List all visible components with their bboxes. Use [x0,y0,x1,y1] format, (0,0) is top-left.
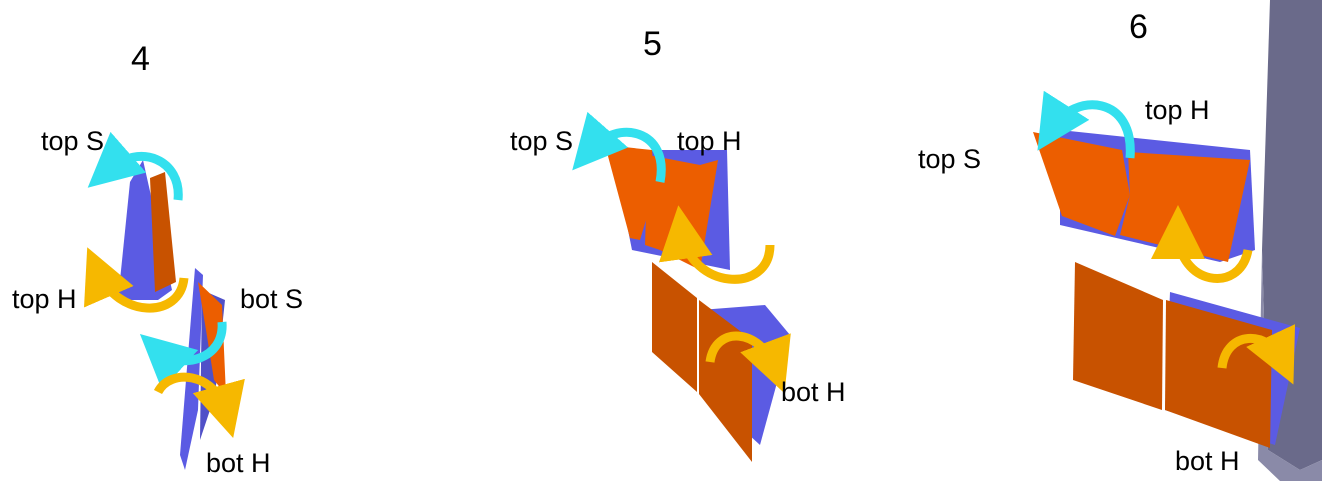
label-top-h: top H [1145,95,1210,125]
panel-number: 5 [643,25,662,63]
rotation-arrow-cyan-icon [1037,90,1135,159]
label-bot-h: bot H [1175,446,1240,476]
spacecraft-wall-edge [1258,250,1322,481]
bot-h-blue-panel [180,268,203,470]
label-bot-s: bot S [240,284,304,314]
label-top-h: top H [12,284,77,314]
label-bot-h: bot H [781,377,846,407]
rotation-arrow-yellow-icon [1151,205,1253,283]
rotation-arrow-yellow-icon [705,331,791,394]
rotation-arrow-yellow-icon [658,205,775,284]
label-top-s: top S [918,144,982,174]
label-top-h: top H [677,126,742,156]
top-h-orange-panel [1120,152,1250,262]
bot-s-orange-panel [198,282,226,395]
bot-left-orange-panel [652,262,697,392]
rotation-arrow-cyan-icon [139,321,227,391]
rotation-arrow-yellow-icon [84,247,189,313]
label-bot-h: bot H [206,448,271,478]
panel-5 [572,111,791,462]
panel-number: 4 [131,40,150,78]
label-top-s: top S [41,126,105,156]
rotation-arrow-yellow-icon [153,372,245,439]
panel-6 [1033,0,1322,481]
rotation-arrow-yellow-icon [1217,324,1296,385]
top-h-orange-panel [150,172,176,292]
rotation-arrow-cyan-icon [87,131,183,201]
panel-number: 6 [1129,8,1148,46]
rotation-arrow-cyan-icon [572,111,666,183]
bot-left-orange-panel [1073,262,1163,410]
panel-4 [84,131,245,470]
top-s-orange-panel [1033,132,1130,236]
label-top-s: top S [510,126,574,156]
